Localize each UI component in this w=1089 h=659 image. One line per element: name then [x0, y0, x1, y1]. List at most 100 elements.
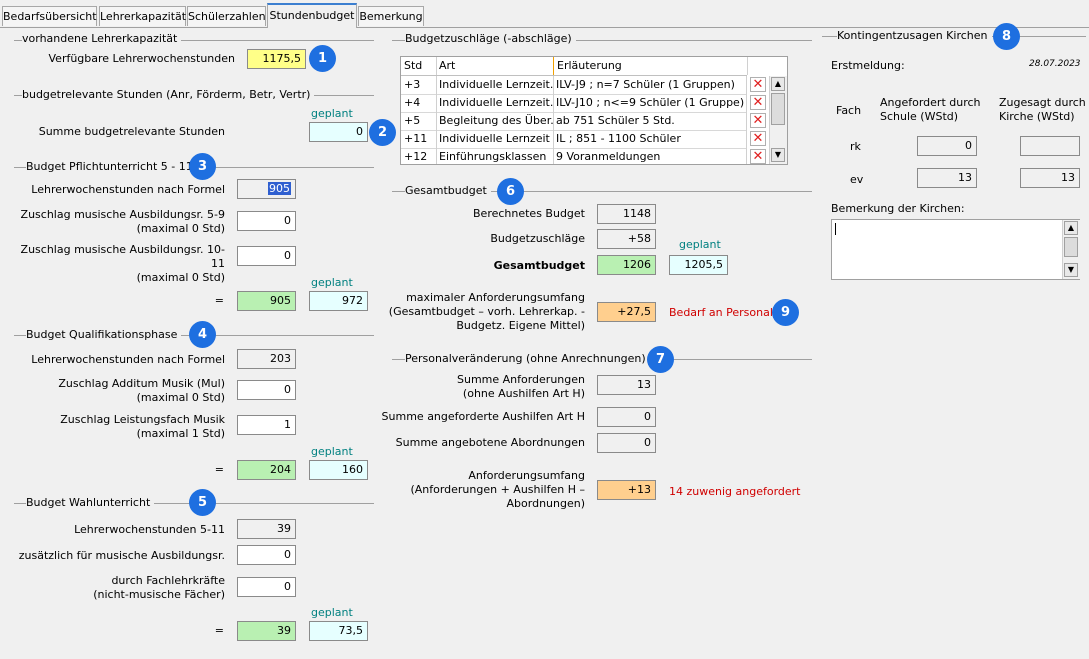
section-title-qualifikationsphase: Budget Qualifikationsphase [26, 328, 182, 341]
cell-std: +5 [401, 112, 437, 130]
delete-icon[interactable]: ✕ [750, 95, 766, 110]
zuwenig-angefordert-note: 14 zuwenig angefordert [669, 485, 801, 498]
bemerkung-scrollbar[interactable]: ▲ ▼ [1062, 220, 1080, 279]
section-title-budgetrelevant: budgetrelevante Stunden (Anr, Förderm, B… [22, 88, 315, 101]
tab-lehrerkapazitaet[interactable]: Lehrerkapazität [99, 6, 186, 26]
section-title-kontingentzusagen: Kontingentzusagen Kirchen [837, 29, 992, 42]
field-angebotene-abordnungen: 0 [597, 433, 656, 453]
table-row[interactable]: +3 Individuelle Lernzeit... ILV-J9 ; n=7… [401, 76, 747, 95]
field-pflicht-summe-geplant[interactable]: 972 [309, 291, 368, 311]
field-pflicht-formel[interactable]: 905 [237, 179, 296, 199]
equals-sign: = [214, 294, 224, 307]
tab-schuelerzahlen[interactable]: Schülerzahlen [187, 6, 266, 26]
tab-bemerkung[interactable]: Bemerkung [358, 6, 424, 26]
field-wahl-summe-geplant[interactable]: 73,5 [309, 621, 368, 641]
section-title-personalveraenderung: Personalveränderung (ohne Anrechnungen) [405, 352, 650, 365]
label-wahl-musisch: zusätzlich für musische Ausbildungsr. [18, 549, 225, 562]
scroll-down-icon[interactable]: ▼ [1064, 263, 1078, 277]
planned-caption: geplant [679, 238, 721, 251]
tab-bedarfsuebersicht[interactable]: Bedarfsübersicht [2, 6, 97, 26]
callout-badge-8: 8 [993, 23, 1020, 50]
cell-erlaeuterung: 9 Voranmeldungen [553, 148, 747, 164]
table-row[interactable]: +11 Individuelle Lernzeit IL ; 851 - 110… [401, 130, 747, 149]
column-header-fach: Fach [836, 104, 862, 117]
scroll-up-icon[interactable]: ▲ [1064, 221, 1078, 235]
label-angebotene-abordnungen: Summe angebotene Abordnungen [395, 436, 585, 449]
label-pflicht-zuschlag-10-11: Zuschlag musische Ausbildungsr. 10-11 (m… [20, 243, 225, 284]
table-row[interactable]: +12 Einführungsklassen 9 Voranmeldungen [401, 148, 747, 164]
grid-scrollbar[interactable]: ▲ ▼ [769, 76, 787, 164]
delete-icon[interactable]: ✕ [750, 77, 766, 92]
field-verfuegbare-lehrerwochenstunden[interactable]: 1175,5 [247, 49, 306, 69]
section-title-wahlunterricht: Budget Wahlunterricht [26, 496, 155, 509]
delete-icon[interactable]: ✕ [750, 113, 766, 128]
scroll-down-icon[interactable]: ▼ [771, 148, 785, 162]
callout-badge-9: 9 [772, 299, 799, 326]
label-verfuegbare-lehrerwochenstunden: Verfügbare Lehrerwochenstunden [48, 52, 236, 65]
label-max-anforderungsumfang: maximaler Anforderungsumfang (Gesamtbudg… [388, 291, 585, 332]
label-berechnetes-budget: Berechnetes Budget [473, 207, 585, 220]
delete-icon[interactable]: ✕ [750, 131, 766, 146]
cell-std: +11 [401, 130, 437, 148]
tab-stundenbudget[interactable]: Stundenbudget [267, 3, 357, 28]
grid-header: Std Art Erläuterung [401, 57, 748, 76]
delete-icon[interactable]: ✕ [750, 149, 766, 164]
callout-badge-1: 1 [309, 45, 336, 72]
callout-badge-4: 4 [189, 321, 216, 348]
field-berechnetes-budget: 1148 [597, 204, 656, 224]
cell-art: Individuelle Lernzeit... [436, 94, 554, 112]
table-row[interactable]: +5 Begleitung des Über... ab 751 Schüler… [401, 112, 747, 131]
divider [14, 40, 374, 41]
cell-erlaeuterung: ILV-J10 ; n<=9 Schüler (1 Gruppe) [553, 94, 747, 112]
field-quali-leistungsfach-musik[interactable]: 1 [237, 415, 296, 435]
bemerkung-label: Bemerkung der Kirchen: [831, 202, 965, 215]
callout-badge-7: 7 [647, 346, 674, 373]
label-summe-budgetrelevant: Summe budgetrelevante Stunden [38, 125, 225, 138]
equals-sign: = [214, 463, 224, 476]
cell-erlaeuterung: ab 751 Schüler 5 Std. [553, 112, 747, 130]
field-wahl-summe: 39 [237, 621, 296, 641]
planned-caption: geplant [311, 445, 353, 458]
label-quali-leistungsfach-musik: Zuschlag Leistungsfach Musik (maximal 1 … [60, 413, 225, 440]
field-wahl-musisch[interactable]: 0 [237, 545, 296, 565]
label-pflicht-formel: Lehrerwochenstunden nach Formel [31, 183, 225, 196]
label-summe-anforderungen: Summe Anforderungen (ohne Aushilfen Art … [456, 373, 585, 400]
fach-ev: ev [850, 173, 864, 186]
field-summe-budgetrelevant[interactable]: 0 [309, 122, 368, 142]
planned-caption: geplant [311, 606, 353, 619]
field-pflicht-zuschlag-10-11[interactable]: 0 [237, 246, 296, 266]
column-header-zugesagt: Zugesagt durch Kirche (WStd) [999, 96, 1086, 123]
field-wahl-fachlehrkraefte[interactable]: 0 [237, 577, 296, 597]
grid-header-std: Std [401, 57, 437, 75]
section-title-budgetzuschlaege: Budgetzuschläge (-abschläge) [405, 32, 576, 45]
cell-std: +4 [401, 94, 437, 112]
cell-art: Begleitung des Über... [436, 112, 554, 130]
cell-erlaeuterung: IL ; 851 - 1100 Schüler [553, 130, 747, 148]
field-quali-additum-musik[interactable]: 0 [237, 380, 296, 400]
text-caret [835, 223, 836, 235]
field-gesamtbudget: 1206 [597, 255, 656, 275]
field-ev-zugesagt: 13 [1020, 168, 1080, 188]
label-quali-formel: Lehrerwochenstunden nach Formel [31, 353, 225, 366]
label-wahl-fachlehrkraefte: durch Fachlehrkräfte (nicht-musische Fäc… [93, 574, 225, 601]
erstmeldung-label: Erstmeldung: [831, 59, 905, 72]
field-pflicht-zuschlag-5-9[interactable]: 0 [237, 211, 296, 231]
field-rk-angefordert: 0 [917, 136, 977, 156]
field-ev-angefordert: 13 [917, 168, 977, 188]
scroll-up-icon[interactable]: ▲ [771, 77, 785, 91]
grid-header-art: Art [436, 57, 554, 75]
field-gesamtbudget-geplant[interactable]: 1205,5 [669, 255, 728, 275]
tab-bar: Bedarfsübersicht Lehrerkapazität Schüler… [0, 0, 1089, 28]
field-quali-summe-geplant[interactable]: 160 [309, 460, 368, 480]
scrollbar-thumb[interactable] [771, 93, 785, 125]
cell-erlaeuterung: ILV-J9 ; n=7 Schüler (1 Gruppen) [553, 76, 747, 94]
label-wahl-lehrerwochenstunden: Lehrerwochenstunden 5-11 [74, 523, 225, 536]
scrollbar-thumb[interactable] [1064, 237, 1078, 257]
section-title-gesamtbudget: Gesamtbudget [405, 184, 491, 197]
erstmeldung-date: 28.07.2023 [1029, 59, 1081, 69]
field-max-anforderungsumfang: +27,5 [597, 302, 656, 322]
bemerkung-textarea[interactable]: ▲ ▼ [831, 219, 1080, 280]
table-row[interactable]: +4 Individuelle Lernzeit... ILV-J10 ; n<… [401, 94, 747, 113]
callout-badge-2: 2 [369, 119, 396, 146]
divider [392, 40, 812, 41]
